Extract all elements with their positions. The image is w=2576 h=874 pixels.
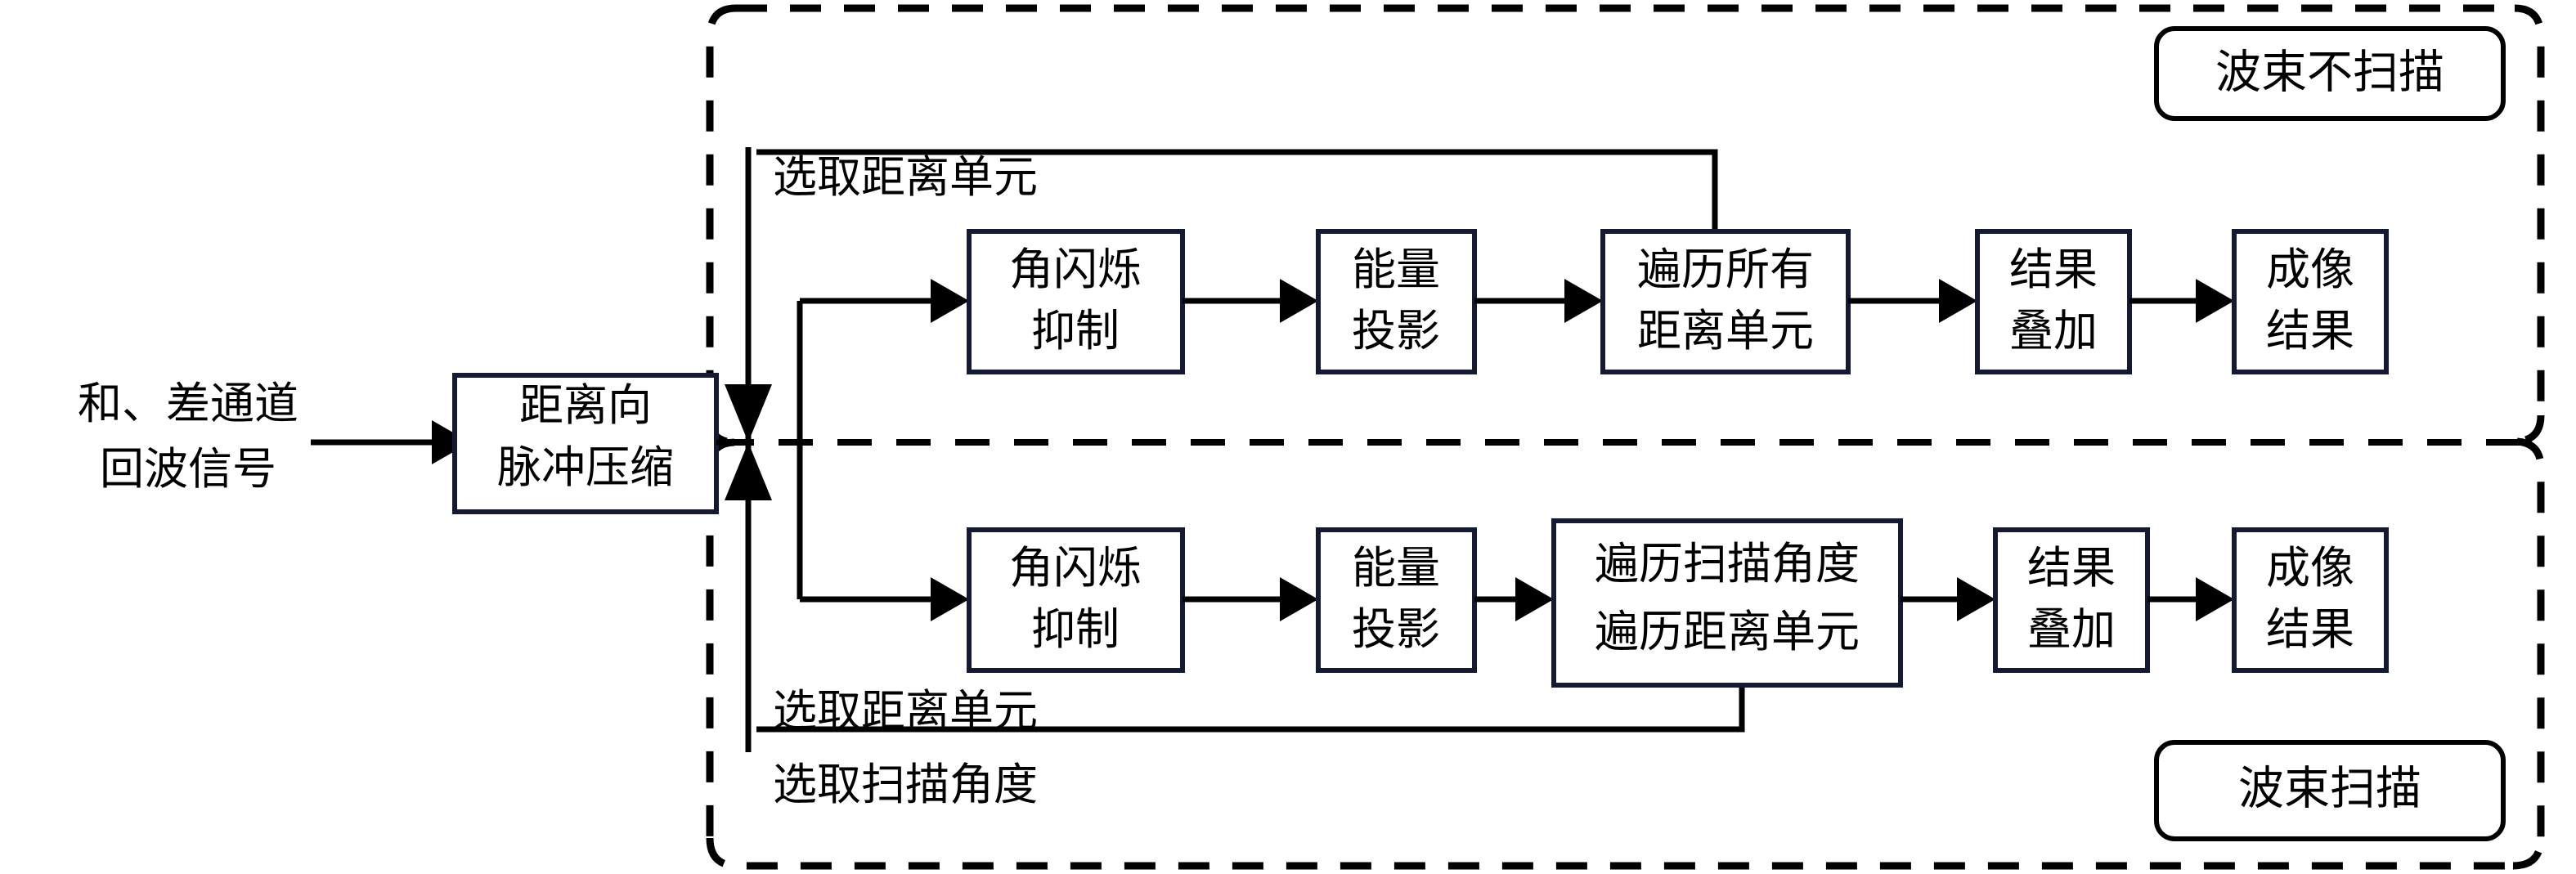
- input-label-line1: 和、差通道: [78, 378, 298, 429]
- bottom-image-result-box: 成像 结果: [2232, 527, 2389, 673]
- top-angle-glint-line1: 角闪烁: [1009, 244, 1142, 295]
- bottom-link-3: [1901, 577, 1995, 621]
- top-feedback-path: [756, 149, 1718, 232]
- bottom-traverse-box: 遍历扫描角度 遍历距离单元: [1551, 518, 1903, 688]
- top-energy-projection-box: 能量 投影: [1316, 229, 1477, 374]
- top-angle-glint-box: 角闪烁 抑制: [967, 229, 1185, 374]
- bottom-link-2: [1474, 577, 1554, 621]
- branch-fanout-line: [797, 279, 969, 621]
- top-link-2: [1474, 279, 1603, 323]
- bottom-angle-glint-box: 角闪烁 抑制: [967, 527, 1185, 673]
- bot-image-result-line1: 成像: [2266, 542, 2354, 594]
- preprocess-line1: 距离向: [519, 379, 652, 431]
- bottom-feedback-label-1: 选取距离单元: [773, 685, 1038, 737]
- top-region-tag-label: 波束不扫描: [2215, 47, 2444, 100]
- bottom-accumulate-box: 结果 叠加: [1993, 527, 2150, 673]
- bot-angle-glint-line1: 角闪烁: [1009, 542, 1142, 594]
- input-arrow: [311, 420, 470, 464]
- top-energy-line2: 投影: [1352, 305, 1440, 356]
- dashed-region-boundary: [706, 4, 2545, 870]
- top-link-4: [2129, 279, 2234, 323]
- top-image-result-line2: 结果: [2266, 305, 2354, 356]
- bot-angle-glint-line2: 抑制: [1031, 603, 1120, 655]
- top-link-1: [1183, 279, 1318, 323]
- top-image-result-box: 成像 结果: [2232, 229, 2389, 374]
- top-accumulate-line1: 结果: [2009, 244, 2098, 295]
- bot-image-result-line2: 结果: [2266, 603, 2354, 655]
- bottom-link-4: [2147, 577, 2234, 621]
- preprocess-line2: 脉冲压缩: [497, 441, 674, 493]
- bot-accumulate-line2: 叠加: [2027, 603, 2116, 655]
- top-traverse-line2: 距离单元: [1637, 305, 1814, 356]
- bottom-feedback-path: [756, 685, 1745, 733]
- input-label-line2: 回波信号: [100, 443, 276, 495]
- top-angle-glint-line2: 抑制: [1031, 305, 1120, 356]
- split-node: [725, 147, 772, 752]
- top-energy-line1: 能量: [1352, 244, 1440, 295]
- top-traverse-box: 遍历所有 距离单元: [1600, 229, 1851, 374]
- bottom-feedback-label-2: 选取扫描角度: [773, 759, 1038, 810]
- top-accumulate-line2: 叠加: [2009, 305, 2098, 356]
- bot-energy-line1: 能量: [1352, 542, 1440, 594]
- bottom-region-tag: 波束扫描: [2154, 740, 2506, 841]
- bottom-energy-projection-box: 能量 投影: [1316, 527, 1477, 673]
- top-accumulate-box: 结果 叠加: [1975, 229, 2132, 374]
- top-feedback-label: 选取距离单元: [773, 151, 1038, 203]
- bot-accumulate-line1: 结果: [2027, 542, 2116, 594]
- bot-traverse-line2: 遍历距离单元: [1595, 606, 1860, 657]
- range-pulse-compression-box: 距离向 脉冲压缩: [452, 373, 719, 514]
- bot-traverse-line1: 遍历扫描角度: [1595, 538, 1860, 589]
- bottom-region-tag-label: 波束扫描: [2238, 763, 2421, 816]
- top-traverse-line1: 遍历所有: [1637, 244, 1814, 295]
- top-region-tag: 波束不扫描: [2154, 26, 2506, 121]
- bot-energy-line2: 投影: [1352, 603, 1440, 655]
- top-link-3: [1848, 279, 1977, 323]
- bottom-link-1: [1183, 577, 1318, 621]
- top-image-result-line1: 成像: [2266, 244, 2354, 295]
